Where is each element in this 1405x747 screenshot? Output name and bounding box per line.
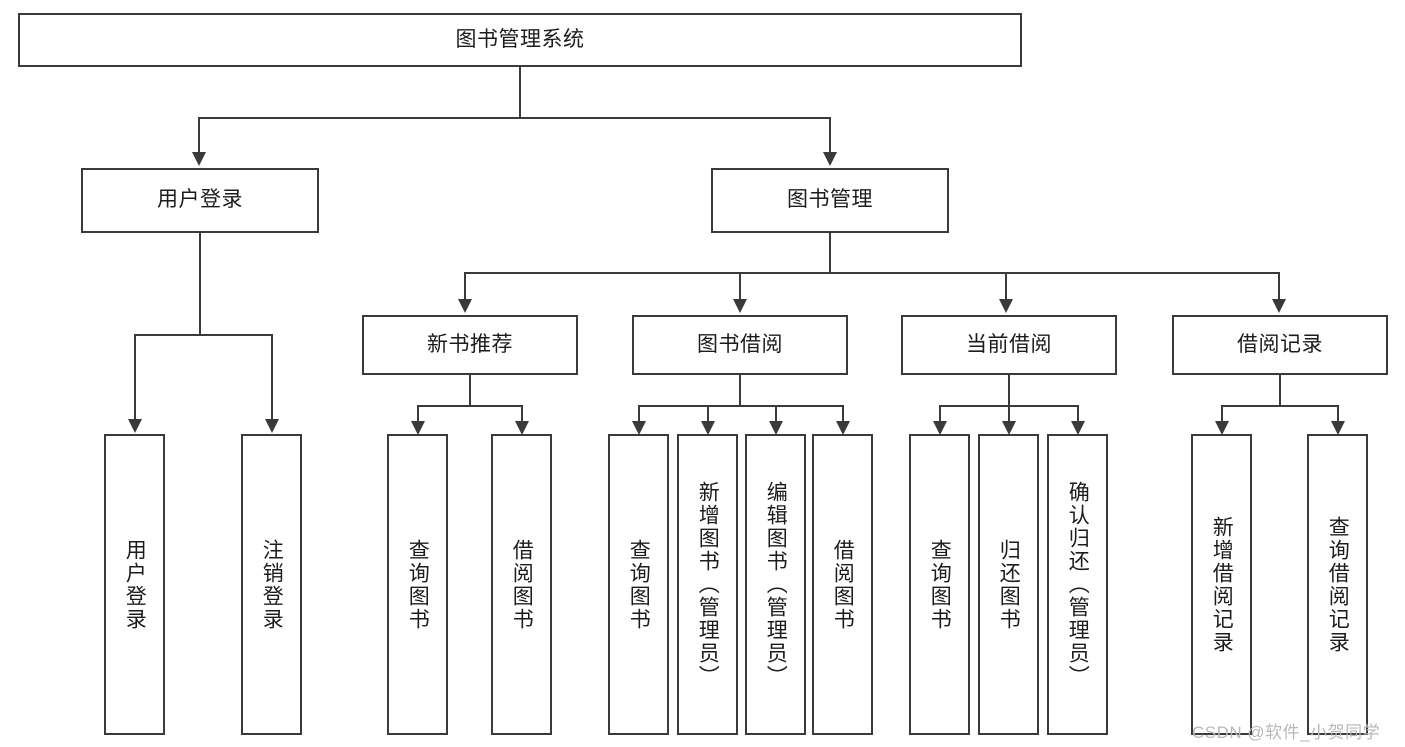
connector-current-borrow-stem xyxy=(1008,375,1010,406)
leaf-label: 新增图书（管理员） xyxy=(696,481,720,688)
node-label: 用户登录 xyxy=(157,188,243,212)
leaf-label: 编辑图书（管理员） xyxy=(764,481,788,688)
connector-drop-leaf-current-borrow-1 xyxy=(939,405,941,422)
node-label: 借阅记录 xyxy=(1237,332,1323,356)
leaf-book-borrow-query-book[interactable]: 查询图书 xyxy=(608,434,669,735)
connector-borrow-record-stem xyxy=(1279,375,1281,406)
connector-drop-borrow-record xyxy=(1278,272,1280,300)
node-book-management[interactable]: 图书管理 xyxy=(711,168,949,233)
connector-drop-new-book xyxy=(464,272,466,300)
leaf-book-borrow-edit-book-admin[interactable]: 编辑图书（管理员） xyxy=(745,434,806,735)
node-label: 图书借阅 xyxy=(697,332,783,356)
arrowhead-user-login xyxy=(192,152,206,166)
arrowhead-current-borrow xyxy=(999,299,1013,313)
connector-drop-leaf-book-borrow-4 xyxy=(842,405,844,422)
arrowhead-leaf-user-login-1 xyxy=(128,419,142,433)
leaf-borrow-record-add-record[interactable]: 新增借阅记录 xyxy=(1191,434,1252,735)
arrowhead-leaf-new-book-2 xyxy=(515,421,529,435)
connector-drop-leaf-book-borrow-1 xyxy=(638,405,640,422)
connector-drop-book-borrow xyxy=(739,272,741,300)
node-current-borrow[interactable]: 当前借阅 xyxy=(901,315,1117,375)
connector-book-borrow-bus xyxy=(638,405,843,407)
connector-drop-leaf-current-borrow-2 xyxy=(1008,405,1010,422)
leaf-label: 归还图书 xyxy=(997,538,1021,631)
leaf-label: 借阅图书 xyxy=(510,538,534,631)
leaf-label: 用户登录 xyxy=(123,538,147,631)
connector-drop-current-borrow xyxy=(1005,272,1007,300)
arrowhead-leaf-book-borrow-2 xyxy=(701,421,715,435)
node-user-login[interactable]: 用户登录 xyxy=(81,168,319,233)
connector-drop-leaf-new-book-2 xyxy=(521,405,523,422)
arrowhead-leaf-current-borrow-3 xyxy=(1071,421,1085,435)
node-label: 图书管理系统 xyxy=(455,27,585,51)
connector-root-stem xyxy=(519,67,521,118)
connector-drop-user-login xyxy=(198,117,200,153)
connector-drop-leaf-book-borrow-2 xyxy=(707,405,709,422)
leaf-label: 查询借阅记录 xyxy=(1326,515,1350,654)
node-label: 当前借阅 xyxy=(966,332,1052,356)
node-book-borrow[interactable]: 图书借阅 xyxy=(632,315,848,375)
leaf-label: 查询图书 xyxy=(627,538,651,631)
arrowhead-book-management xyxy=(823,152,837,166)
leaf-label: 查询图书 xyxy=(406,538,430,631)
connector-drop-leaf-new-book-1 xyxy=(417,405,419,422)
connector-drop-leaf-user-login-2 xyxy=(271,334,273,420)
leaf-label: 查询图书 xyxy=(928,538,952,631)
arrowhead-leaf-book-borrow-3 xyxy=(769,421,783,435)
leaf-new-book-borrow-book[interactable]: 借阅图书 xyxy=(491,434,552,735)
watermark-text: CSDN @软件_小贺同学 xyxy=(1192,723,1381,742)
arrowhead-leaf-new-book-1 xyxy=(411,421,425,435)
connector-level2-bus xyxy=(198,117,831,119)
connector-drop-leaf-borrow-record-2 xyxy=(1337,405,1339,422)
arrowhead-leaf-user-login-2 xyxy=(265,419,279,433)
leaf-label: 注销登录 xyxy=(260,538,284,631)
connector-drop-book-management xyxy=(829,117,831,153)
leaf-book-borrow-add-book-admin[interactable]: 新增图书（管理员） xyxy=(677,434,738,735)
connector-level3-bus xyxy=(464,272,1280,274)
leaf-user-login-logout[interactable]: 注销登录 xyxy=(241,434,302,735)
connector-drop-leaf-user-login-1 xyxy=(134,334,136,420)
leaf-label: 新增借阅记录 xyxy=(1210,515,1234,654)
leaf-new-book-query-book[interactable]: 查询图书 xyxy=(387,434,448,735)
connector-drop-leaf-book-borrow-3 xyxy=(775,405,777,422)
connector-user-login-bus xyxy=(134,334,272,336)
connector-new-book-stem xyxy=(469,375,471,406)
connector-drop-leaf-current-borrow-3 xyxy=(1077,405,1079,422)
leaf-borrow-record-query-record[interactable]: 查询借阅记录 xyxy=(1307,434,1368,735)
connector-new-book-bus xyxy=(417,405,522,407)
node-new-book-recommend[interactable]: 新书推荐 xyxy=(362,315,578,375)
connector-drop-leaf-borrow-record-1 xyxy=(1221,405,1223,422)
arrowhead-leaf-borrow-record-2 xyxy=(1331,421,1345,435)
leaf-user-login-user-login[interactable]: 用户登录 xyxy=(104,434,165,735)
node-label: 新书推荐 xyxy=(427,332,513,356)
leaf-current-borrow-return-book[interactable]: 归还图书 xyxy=(978,434,1039,735)
node-label: 图书管理 xyxy=(787,188,873,212)
leaf-label: 确认归还（管理员） xyxy=(1066,481,1090,688)
arrowhead-leaf-current-borrow-2 xyxy=(1002,421,1016,435)
connector-book-management-stem xyxy=(829,233,831,273)
node-book-management-system[interactable]: 图书管理系统 xyxy=(18,13,1022,67)
leaf-book-borrow-borrow-book[interactable]: 借阅图书 xyxy=(812,434,873,735)
arrowhead-leaf-book-borrow-4 xyxy=(836,421,850,435)
connector-book-borrow-stem xyxy=(739,375,741,406)
arrowhead-book-borrow xyxy=(733,299,747,313)
connector-borrow-record-bus xyxy=(1221,405,1338,407)
connector-user-login-stem xyxy=(199,233,201,335)
leaf-current-borrow-query-book[interactable]: 查询图书 xyxy=(909,434,970,735)
arrowhead-leaf-book-borrow-1 xyxy=(632,421,646,435)
arrowhead-new-book xyxy=(458,299,472,313)
node-borrow-record[interactable]: 借阅记录 xyxy=(1172,315,1388,375)
leaf-label: 借阅图书 xyxy=(831,538,855,631)
arrowhead-leaf-borrow-record-1 xyxy=(1215,421,1229,435)
arrowhead-borrow-record xyxy=(1272,299,1286,313)
leaf-current-borrow-confirm-return-admin[interactable]: 确认归还（管理员） xyxy=(1047,434,1108,735)
arrowhead-leaf-current-borrow-1 xyxy=(933,421,947,435)
